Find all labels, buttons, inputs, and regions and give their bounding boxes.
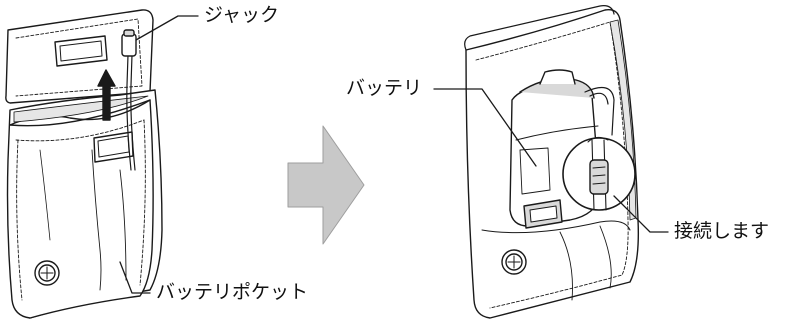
battery-cable bbox=[584, 86, 615, 136]
label-battery: バッテリ bbox=[346, 77, 423, 99]
jack-leader-line bbox=[135, 15, 199, 41]
battery-leader-line bbox=[433, 88, 537, 167]
pocket-with-battery-illustration bbox=[464, 5, 640, 319]
closed-pocket-snap-button bbox=[501, 249, 527, 275]
connect-leader-line bbox=[613, 195, 669, 233]
jack-cable bbox=[126, 54, 136, 171]
insert-direction-arrow bbox=[97, 69, 116, 121]
battery-pocket-illustration bbox=[5, 9, 163, 319]
flap-velcro-patch bbox=[54, 35, 108, 67]
battery-pocket-leader-line bbox=[119, 261, 151, 294]
pocket-velcro-tab bbox=[93, 131, 134, 163]
snap-button bbox=[34, 260, 60, 286]
connection-detail-circle bbox=[562, 136, 636, 211]
label-jack: ジャック bbox=[204, 4, 280, 26]
label-connect: 接続します bbox=[674, 220, 770, 242]
label-battery-pocket: バッテリポケット bbox=[156, 281, 309, 303]
jack-plug bbox=[121, 29, 137, 57]
step-arrow bbox=[287, 125, 365, 245]
